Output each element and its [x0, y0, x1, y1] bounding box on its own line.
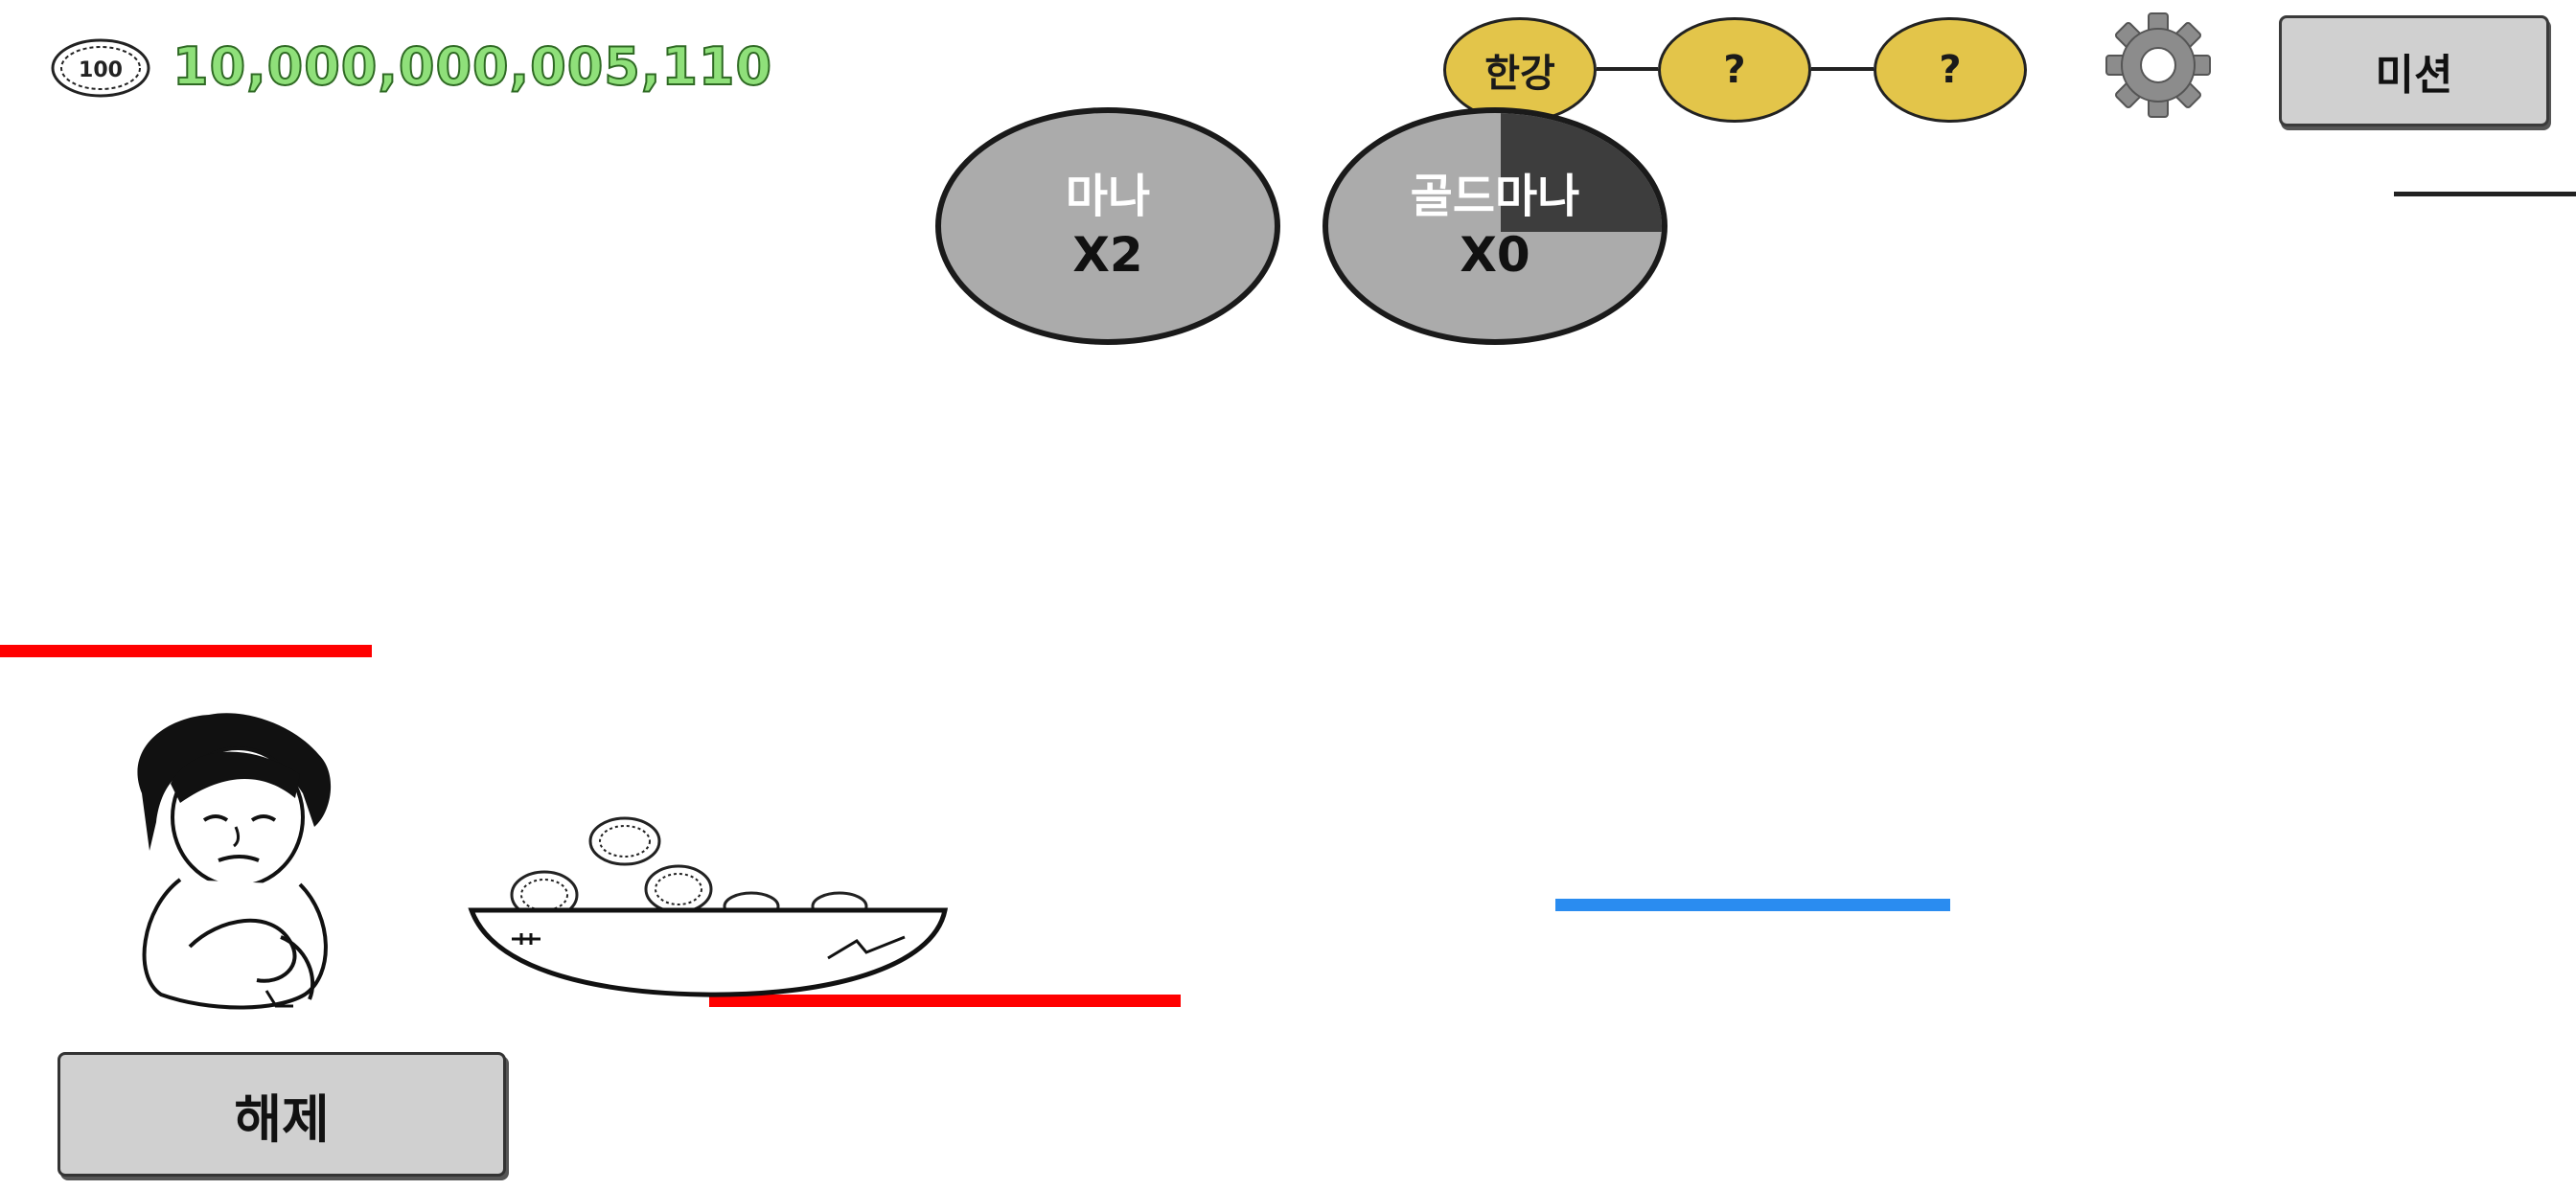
- mission-button[interactable]: 미션: [2279, 15, 2549, 126]
- coin-bowl: [468, 816, 949, 997]
- stage-node-label: 한강: [1484, 52, 1555, 96]
- stage-node-label: ?: [1939, 48, 1962, 92]
- stage-node-label: ?: [1723, 48, 1746, 92]
- ledge-line: [2394, 192, 2576, 196]
- stage-node-locked[interactable]: ?: [1874, 17, 2027, 123]
- gold-mana-boost-button[interactable]: 골드마나 X0: [1322, 107, 1668, 345]
- unlock-button[interactable]: 해제: [58, 1052, 506, 1177]
- red-line: [0, 645, 372, 657]
- blue-line: [1555, 899, 1950, 911]
- boost-name: 골드마나: [1410, 170, 1580, 223]
- gear-icon[interactable]: [2082, 11, 2235, 119]
- coin-denomination: 100: [79, 58, 123, 82]
- stage-connector: [1811, 67, 1874, 71]
- mission-label: 미션: [2375, 51, 2453, 100]
- cooldown-overlay: [1501, 113, 1662, 232]
- unlock-label: 해제: [234, 1088, 330, 1150]
- boost-multiplier: X0: [1460, 227, 1530, 283]
- stage-node-locked[interactable]: ?: [1658, 17, 1811, 123]
- beggar-character: [137, 713, 332, 1010]
- red-line: [709, 995, 1181, 1007]
- coin-count: 10,000,000,005,110: [172, 35, 773, 98]
- boost-name: 마나: [1065, 170, 1151, 223]
- boost-multiplier: X2: [1072, 227, 1143, 283]
- stage-node-hangang[interactable]: 한강: [1443, 17, 1597, 123]
- stage-connector: [1597, 67, 1658, 71]
- mana-boost-button[interactable]: 마나 X2: [935, 107, 1280, 345]
- coin-100-icon: 100: [51, 38, 150, 98]
